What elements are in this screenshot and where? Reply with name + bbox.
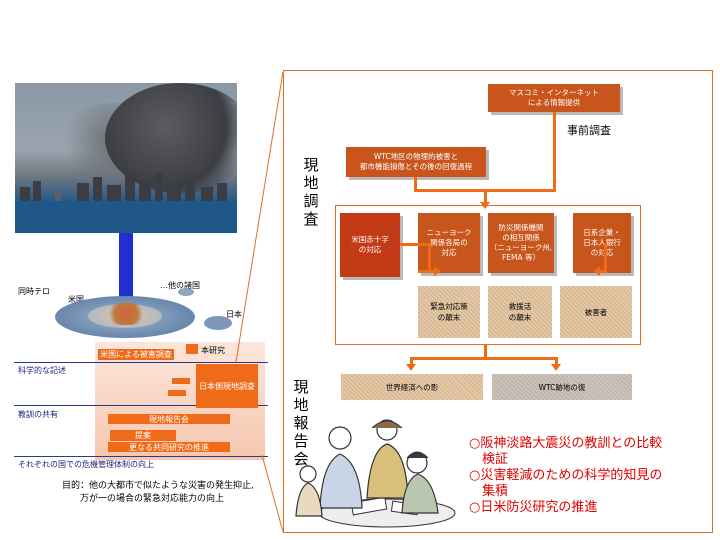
legend-label: 本研究 (201, 346, 225, 355)
result-line-5: ○日米防災研究の推進 (469, 500, 598, 515)
proposal-box: 提案 (110, 430, 176, 441)
result-line-1: ○阪神淡路大震災の教訓との比較 (469, 436, 663, 451)
arrow-head-icon (406, 364, 416, 371)
connector (410, 357, 558, 360)
connector (555, 357, 558, 365)
arrow-head-icon (434, 266, 441, 276)
other-country-shape (178, 288, 194, 296)
field-report-box: 現地報告会 (108, 414, 230, 424)
arrow-icon (172, 378, 190, 384)
connector (484, 345, 487, 358)
arrow-head-icon (593, 266, 600, 276)
disaster-agencies-box: 防災関係機関 の相互関係 （ニューヨーク州, FEMA 等） (488, 213, 554, 273)
down-arrow-icon (119, 233, 133, 301)
connector (604, 243, 607, 273)
row-label-lessons: 教訓の共有 (18, 410, 58, 419)
usa-label: 米国 (68, 295, 84, 304)
connector (484, 189, 487, 203)
connector (553, 112, 556, 190)
pre-survey-label: 事前調査 (567, 124, 611, 137)
japanese-firms-box: 日系企業・ 日本人銀行 の対応 (573, 213, 631, 273)
row-divider (14, 405, 268, 406)
meeting-people-illustration (295, 419, 456, 528)
victims-box: 被害者 (560, 286, 632, 338)
survey-frame (335, 205, 641, 345)
result-line-3: ○災害軽減のための科学的知見の (469, 468, 663, 483)
result-line-2: 検証 (469, 452, 509, 467)
purpose-line-1: 目的：他の大都市で似たような災害の発生抑止, (62, 481, 254, 491)
further-research-box: 更なる共同研究の推進 (108, 442, 230, 452)
wtc-smoke-photo (15, 83, 237, 233)
jp-survey-box: 日本側現地調査 (196, 364, 258, 408)
arrow-head-icon (551, 364, 561, 371)
impact-splat (108, 303, 144, 325)
row-label-crisis: それぞれの国での危機管理体制の向上 (18, 460, 154, 469)
terror-label: 同時テロ (18, 287, 50, 296)
japan-shape (204, 316, 232, 330)
legend-swatch (186, 344, 198, 354)
arrow-icon (168, 390, 186, 396)
japan-label: 日本 (226, 310, 242, 319)
row-divider (14, 456, 268, 457)
mass-media-box: マスコミ・インターネット による情報提供 (488, 84, 620, 112)
us-survey-box: 米国による被害調査 (98, 349, 174, 360)
red-cross-box: 米国赤十字 の対応 (340, 213, 400, 277)
connector (598, 270, 606, 273)
purpose-line-2: 万が一の場合の緊急対応能力の向上 (80, 494, 225, 504)
row-label-science: 科学的な記述 (18, 366, 66, 375)
connector (428, 243, 431, 271)
relief-box: 救援活 の顛末 (488, 286, 552, 338)
row-divider (14, 362, 268, 363)
other-countries-label: …他の諸国 (160, 281, 200, 290)
connector (414, 177, 417, 191)
field-survey-title: 現 地 調 査 (303, 156, 319, 228)
result-line-4: 集積 (469, 484, 509, 499)
connector (400, 243, 430, 246)
field-report-title: 現 地 報 告 会 (293, 378, 309, 468)
world-economy-box: 世界経済への影 (341, 374, 483, 400)
connector (418, 270, 434, 273)
emergency-response-box: 緊急対応策 の顛末 (418, 286, 480, 338)
field-survey-panel (283, 70, 713, 533)
connector (410, 357, 413, 365)
wtc-damage-box: WTC地区の物理的被害と 都市機能損傷とその後の回復過程 (346, 147, 486, 177)
wtc-recovery-box: WTC跡地の復 (492, 374, 632, 400)
